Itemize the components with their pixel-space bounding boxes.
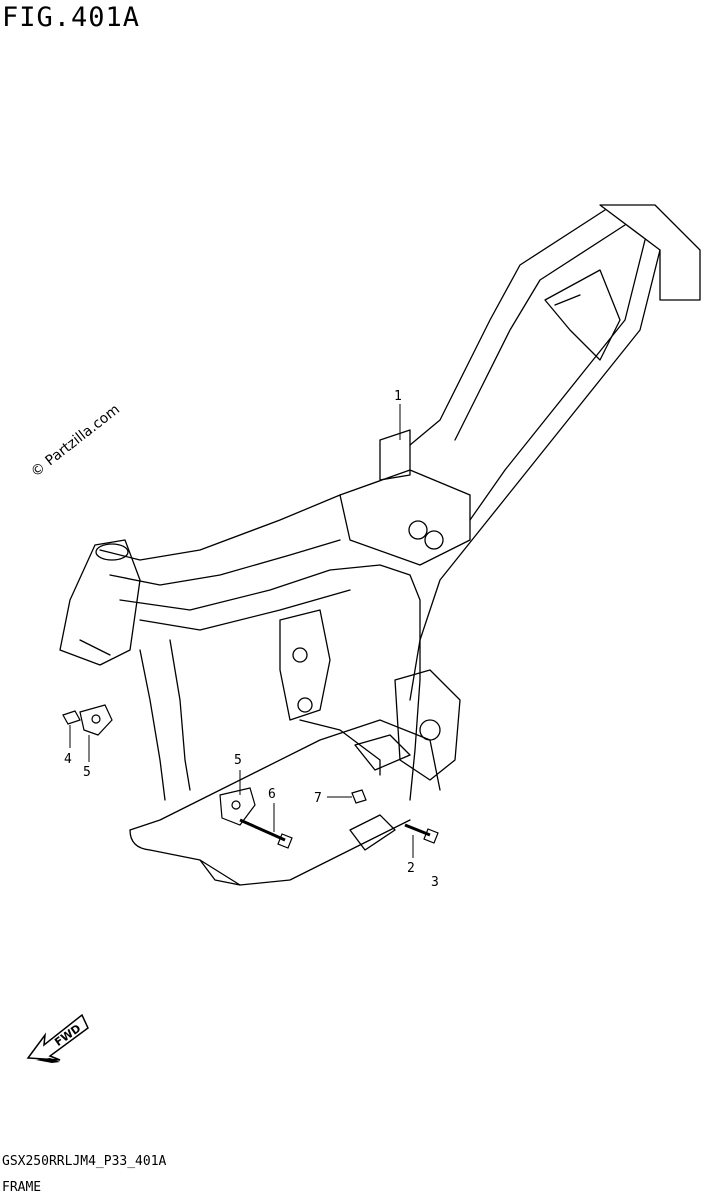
callout-6: 6 [268,787,276,802]
bracket-5-left [79,704,113,736]
bracket-5-center [219,787,256,826]
nut-4 [62,710,81,725]
small-parts [62,704,439,849]
callout-2: 2 [407,861,415,876]
model-code: GSX250RRLJM4_P33_401A [2,1154,167,1169]
callout-7: 7 [314,791,322,806]
callout-5b: 5 [234,753,242,768]
nut-7 [351,789,367,804]
callout-1: 1 [394,389,402,404]
callout-3: 3 [431,875,439,890]
callouts: 1 2 3 4 5 5 6 7 [64,389,439,890]
callout-5a: 5 [83,765,91,780]
bolt-6 [239,818,286,842]
frame-drawing [59,204,701,886]
section-name: FRAME [2,1180,42,1195]
figure-title: FIG.401A [2,2,141,33]
fwd-arrow-icon: FWD [26,1013,89,1063]
callout-4: 4 [64,752,72,767]
